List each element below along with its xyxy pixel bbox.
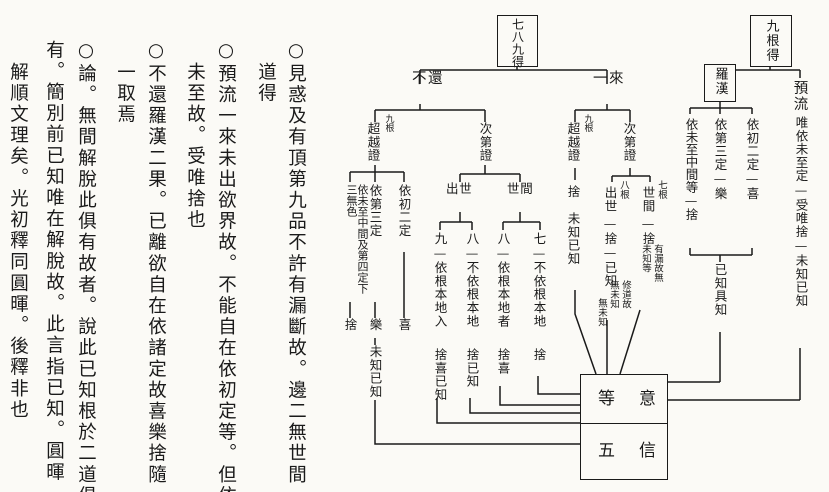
buhuan-chaoyue-c1: 依初二定 xyxy=(396,184,412,238)
bottom-yi: 意 xyxy=(635,389,655,408)
title-798: 七八九得 xyxy=(510,18,525,68)
bottom-deng: 等 xyxy=(594,389,614,408)
prose-column-2: 道得 xyxy=(255,62,277,105)
note-wuweizhi: 無未知 xyxy=(595,298,607,327)
note-wuweizhi2: 無未知 xyxy=(607,280,619,309)
yilai-shijian-rest: —捨 xyxy=(640,216,656,246)
chushi-9: 九—依根本地入 xyxy=(432,232,448,328)
title-nine: 九根得 xyxy=(763,19,779,63)
bottom-wu: 五 xyxy=(594,441,614,460)
buhuan-chaoyue-c2: 依第三定 xyxy=(367,184,383,238)
luohan-final: 已知具知 xyxy=(712,263,728,317)
prose-column-1: ○見惑及有頂第九品不許有漏斷故。邊二無世間 xyxy=(285,40,307,486)
yilai-chaoyue-she: 捨 xyxy=(565,185,581,199)
yilai-bagen: 八根 xyxy=(617,180,629,199)
luohan-box: 羅漢 xyxy=(704,64,736,102)
shijian-8: 八—依根本地者 xyxy=(495,232,511,328)
buhuan-she: 捨 xyxy=(342,318,358,332)
bottom-xin: 信 xyxy=(635,441,655,460)
luohan-cond-1: 依初二定—喜 xyxy=(744,118,760,201)
prose-column-4: 未至故。受唯捨也 xyxy=(184,62,206,231)
luohan-cond-2: 依第三定—樂 xyxy=(712,118,728,201)
she-xi: 捨喜 xyxy=(495,348,511,375)
yilai-chaoyue-weizhi: 未知已知 xyxy=(565,212,581,266)
yilai-chushi: 出世 xyxy=(602,186,618,213)
five-root-box: 等 意 五 信 xyxy=(580,374,668,480)
buhuan-label: 不還 xyxy=(412,71,444,87)
box-divider xyxy=(581,423,667,424)
yilai-chushi-rest: —捨—已知 xyxy=(602,216,618,288)
shijian-7: 七—不依根本地 xyxy=(531,232,547,328)
she-yizhi: 捨已知 xyxy=(464,348,480,388)
title-798-box: 七八九得 xyxy=(497,15,538,68)
buhuan-weizhi-yizhi: 未知已知 xyxy=(367,345,383,399)
prose-column-6: 一取焉 xyxy=(114,62,136,126)
prose-column-3: ○預流一來未出欲界故。不能自在依初定等。但依 xyxy=(215,40,237,492)
yilai-chaoyue: 超越證 xyxy=(565,122,581,162)
buhuan-chaoyue-c3: 依未至中間及第四定下三無色 xyxy=(345,184,369,294)
buhuan-xi: 喜 xyxy=(396,318,412,332)
yuliu-text: 唯依未至定—受唯捨—未知已知 xyxy=(793,116,809,308)
luohan-cond-3: 依未至中間等—捨 xyxy=(683,118,699,221)
title-nine-box: 九根得 xyxy=(750,15,792,67)
prose-column-9: 解順文理矣。光初釋同圓暉。後釋非也 xyxy=(7,62,29,421)
prose-column-5: ○不還羅漢二果。已離欲自在依諸定故喜樂捨隨 xyxy=(145,40,167,486)
note-youlou: 有漏故無 xyxy=(651,244,663,282)
yilai-qigen: 七根 xyxy=(655,180,667,199)
buhuan-chaoyue: 超越證 xyxy=(365,122,381,162)
she-xi-yizhi: 捨喜已知 xyxy=(432,348,448,402)
chushi-8: 八—不依根本地 xyxy=(464,232,480,328)
note-weizhideng: 未知等 xyxy=(639,244,651,273)
buhuan-jiugen: 九根 xyxy=(383,114,394,132)
yuliu-label: 預流 xyxy=(791,80,808,112)
yilai-label: 一來 xyxy=(593,71,625,87)
yilai-jiugen: 九根 xyxy=(582,114,593,132)
prose-column-8: 有。簡別前已知唯在解脫故。此言指已知。圓暉 xyxy=(43,40,65,484)
yilai-cidi: 次第證 xyxy=(621,122,637,162)
note-xiudao: 修道故 xyxy=(619,280,631,309)
chushi-label: 出世 xyxy=(446,181,473,196)
prose-column-7: ○論。無間解脫此俱有故者。說此已知根於二道俱 xyxy=(75,40,97,492)
yilai-shijian: 世間 xyxy=(640,186,656,213)
she-single: 捨 xyxy=(531,348,547,362)
buhuan-cidi: 次第證 xyxy=(477,122,493,162)
luohan-label: 羅漢 xyxy=(712,67,728,96)
shijian-label: 世間 xyxy=(507,181,534,196)
buhuan-le: 樂 xyxy=(367,318,383,332)
